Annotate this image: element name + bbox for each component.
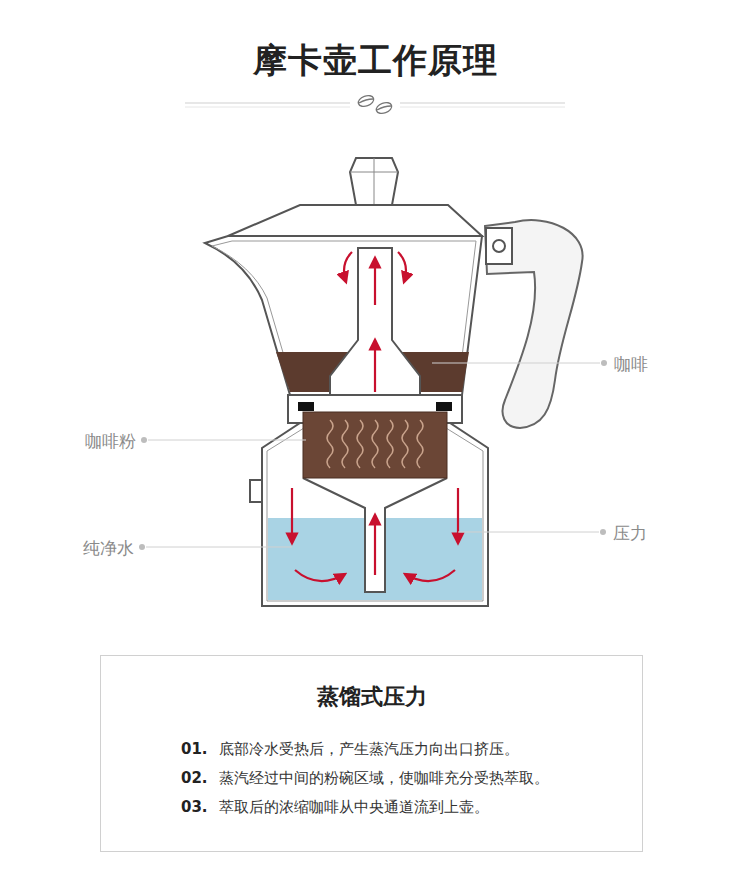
heat-waves: [327, 420, 423, 468]
step-text: 蒸汽经过中间的粉碗区域，使咖啡充分受热萃取。: [219, 769, 549, 788]
step-number: 03.: [181, 798, 219, 816]
gasket: [298, 402, 314, 411]
label-wrap: 咖啡: [612, 353, 650, 376]
funnel: [303, 478, 447, 592]
divider-line: [400, 103, 565, 104]
step-text: 底部冷水受热后，产生蒸汽压力向出口挤压。: [219, 740, 519, 759]
divider-line: [400, 107, 565, 108]
leader-dots: [139, 360, 607, 550]
step-text: 萃取后的浓缩咖啡从中央通道流到上壶。: [219, 798, 489, 817]
step-row: 03.萃取后的浓缩咖啡从中央通道流到上壶。: [181, 798, 622, 827]
handle: [485, 220, 583, 428]
divider-line: [185, 107, 350, 108]
callout-label: 纯净水: [81, 538, 136, 558]
step-row: 02.蒸汽经过中间的粉碗区域，使咖啡充分受热萃取。: [181, 769, 622, 798]
upper-chamber: [205, 236, 482, 395]
coffee-bean-icon: [357, 94, 393, 116]
callout-label: 咖啡粉: [83, 431, 138, 451]
text-panel: 蒸馏式压力01.底部冷水受热后，产生蒸汽压力向出口挤压。02.蒸汽经过中间的粉碗…: [100, 655, 643, 852]
lid-knob: [350, 158, 398, 205]
leader-lines: [146, 363, 600, 547]
label-wrap: 压力: [611, 522, 649, 545]
hinge: [486, 228, 512, 264]
flow-arrows: [292, 252, 458, 581]
step-row: 01.底部冷水受热后，产生蒸汽压力向出口挤压。: [181, 740, 622, 769]
title-wrap: 摩卡壶工作原理: [253, 38, 498, 84]
panel-heading: 蒸馏式压力: [121, 682, 622, 712]
coffee-grounds: [303, 412, 447, 478]
title: 摩卡壶工作原理: [253, 40, 498, 80]
safety-valve: [250, 480, 262, 502]
step-number: 02.: [181, 769, 219, 787]
label-wrap: 纯净水: [81, 537, 136, 560]
callout-label: 压力: [611, 523, 649, 543]
lid: [228, 205, 482, 236]
label-wrap: 咖啡粉: [83, 430, 138, 453]
central-column: [330, 248, 420, 395]
divider-line: [185, 103, 350, 104]
callout-label: 咖啡: [612, 354, 650, 374]
gasket: [436, 402, 452, 411]
step-number: 01.: [181, 740, 219, 758]
